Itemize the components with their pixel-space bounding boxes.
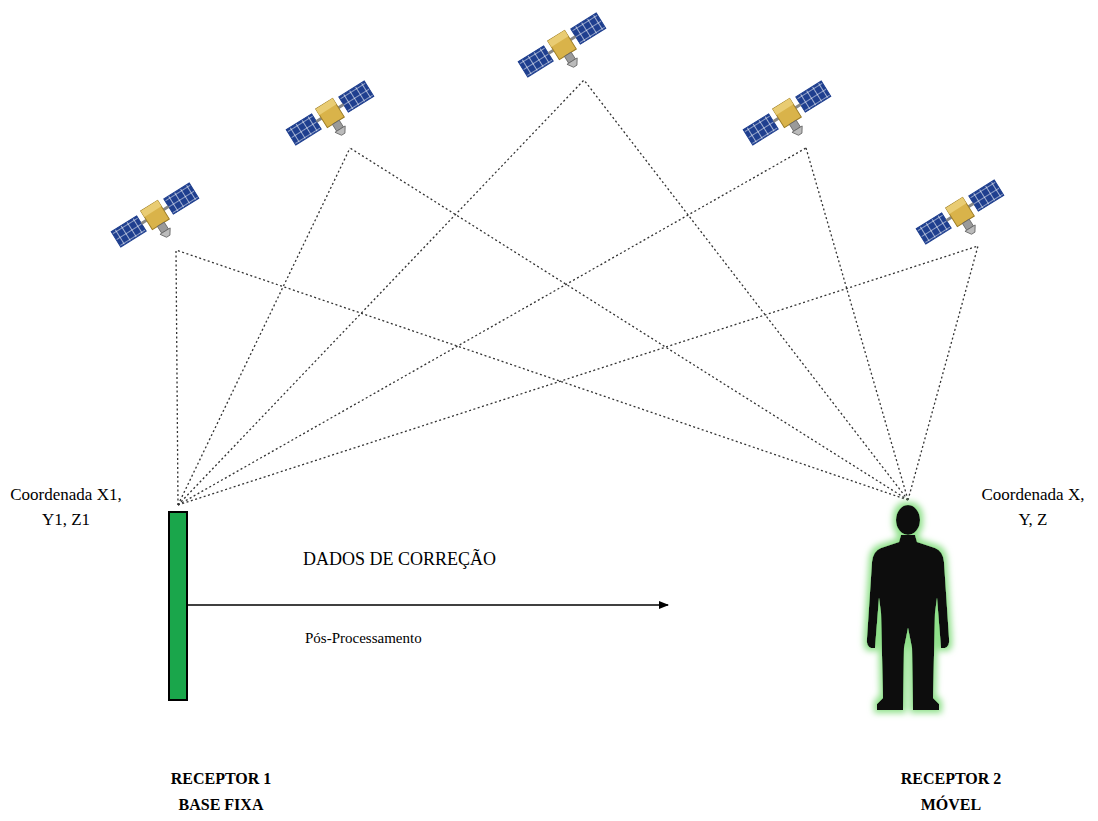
correction-arrow <box>188 604 668 606</box>
receiver-label: RECEPTOR 2 MÓVEL <box>892 766 1010 817</box>
base-receiver-bar <box>168 511 188 701</box>
arrow-label: DADOS DE CORREÇÃO <box>303 549 496 570</box>
mobile-receiver: Coordenada X, Y, ZRECEPTOR 2 MÓVEL <box>855 498 961 720</box>
base-receiver: Coordenada X1, Y1, Z1RECEPTOR 1 BASE FIX… <box>168 511 188 701</box>
coordinate-label: Coordenada X1, Y1, Z1 <box>8 483 124 532</box>
satellites <box>110 11 1012 260</box>
signal-lines <box>176 80 978 505</box>
arrow-sublabel: Pós-Processamento <box>305 630 422 647</box>
person-silhouette <box>855 498 961 720</box>
receiver-label: RECEPTOR 1 BASE FIXA <box>162 766 280 817</box>
coordinate-label: Coordenada X, Y, Z <box>974 483 1092 532</box>
